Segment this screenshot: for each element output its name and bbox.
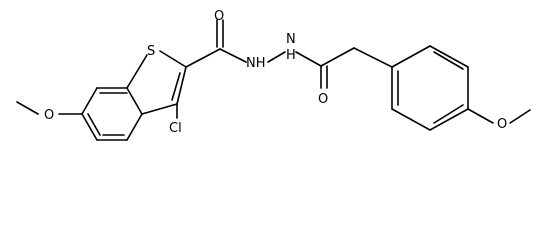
hydrazide-nh-2-h: H bbox=[286, 48, 296, 63]
thiophene-ring bbox=[126, 50, 187, 115]
sulfur-atom: S bbox=[147, 44, 155, 59]
hydrazide-linker bbox=[185, 19, 393, 89]
methoxy-oxygen-right: O bbox=[497, 117, 507, 132]
benzene-ring-right bbox=[391, 45, 469, 131]
methoxy-oxygen-left: O bbox=[44, 108, 54, 123]
methoxy-left-bonds bbox=[16, 101, 83, 115]
hydrazide-nh-1: NH bbox=[246, 56, 266, 71]
hydrazide-nh-2: N bbox=[286, 32, 296, 47]
chlorine-atom: Cl bbox=[169, 121, 182, 136]
molecule-svg: S O NH N H O Cl O O bbox=[16, 9, 531, 141]
methoxy-right-bonds bbox=[467, 108, 531, 124]
carbonyl-oxygen-1: O bbox=[214, 9, 224, 24]
benzene-ring-left bbox=[81, 87, 143, 141]
carbonyl-oxygen-2: O bbox=[318, 92, 328, 107]
molecule-diagram: S O NH N H O Cl O O bbox=[16, 9, 531, 141]
